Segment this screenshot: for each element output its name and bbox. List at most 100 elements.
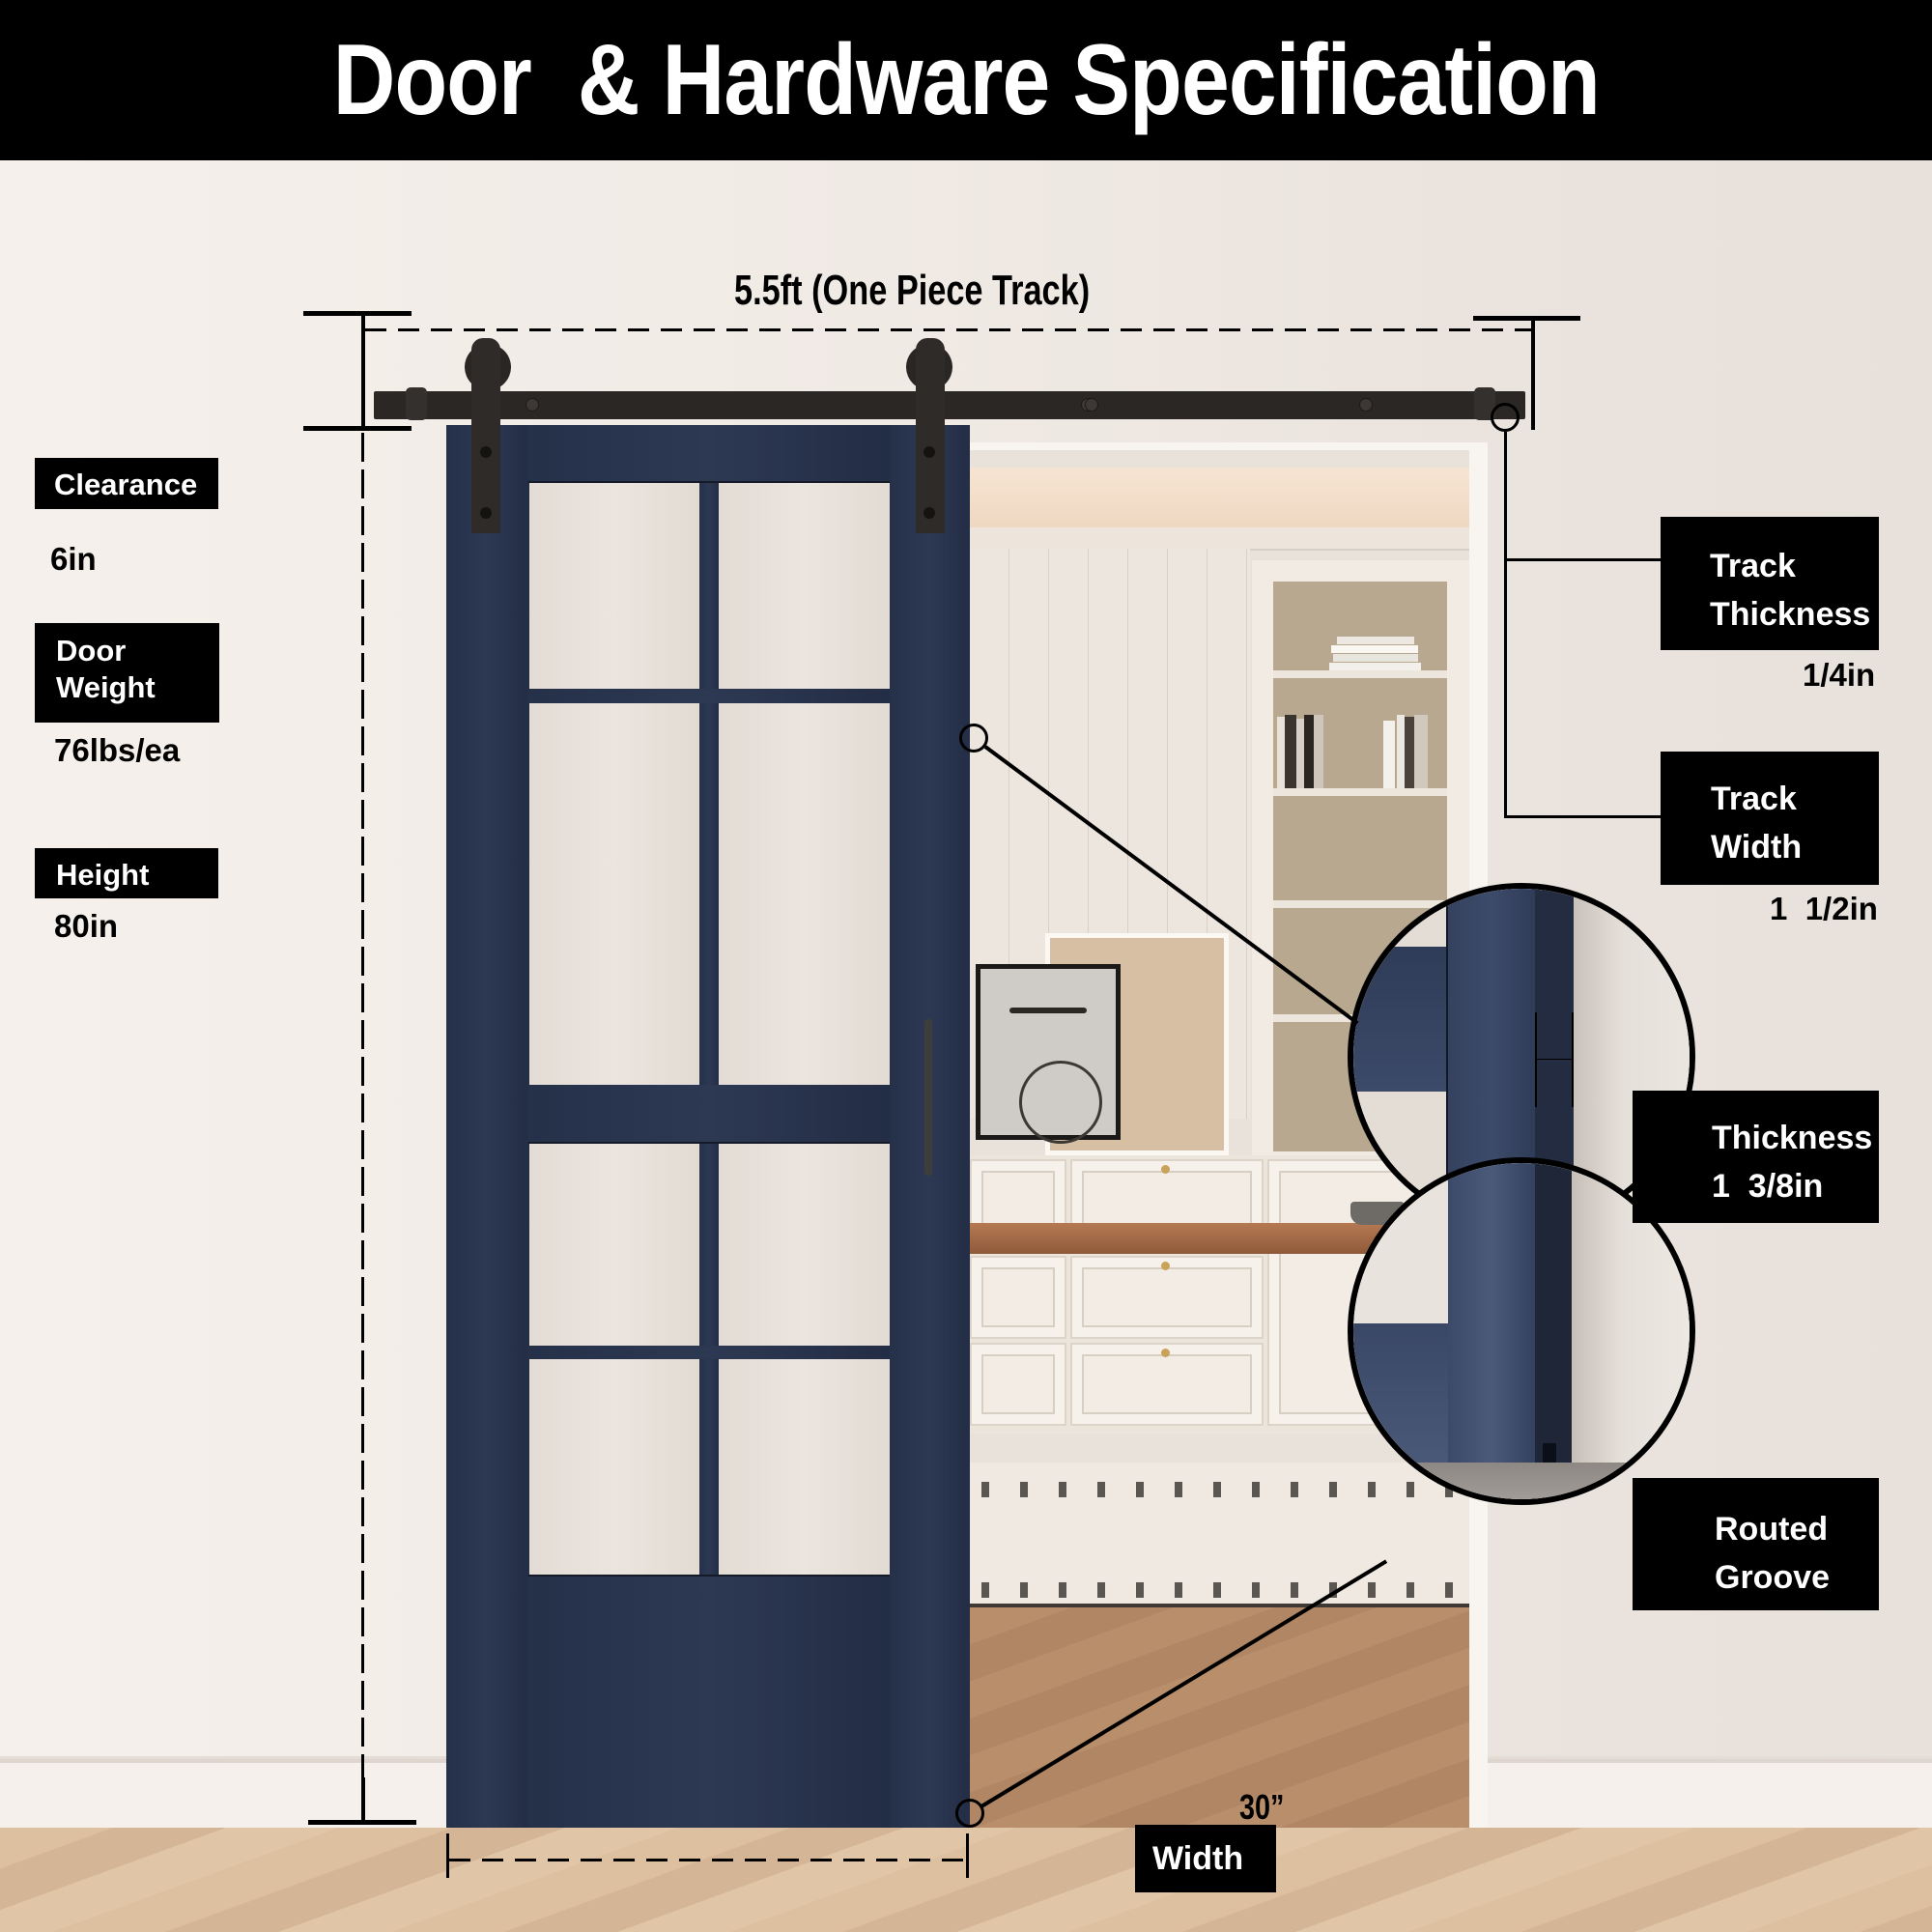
thickness-detail-magnifier: [1348, 883, 1695, 1231]
track-bolt: [526, 399, 538, 411]
crown-molding: [970, 527, 1469, 551]
glass-pane: [719, 1359, 890, 1575]
track-width-label-line1: Track: [1711, 781, 1797, 817]
track-thickness-label-line1: Track: [1710, 548, 1796, 584]
track-stopper-left: [406, 387, 427, 420]
routed-groove-label-line2: Groove: [1715, 1559, 1831, 1596]
track-length-dashed-line: [365, 328, 1532, 331]
door-weight-label-line2: Weight: [56, 670, 156, 704]
door-middle-rail: [528, 1085, 890, 1144]
door-rail-detail: [1353, 947, 1450, 1092]
groove-callout-marker: [955, 1799, 984, 1828]
routed-groove-notch: [1543, 1443, 1556, 1463]
glass-pane: [529, 1144, 699, 1346]
callout-connector: [1504, 558, 1661, 561]
hanger-strap-left: [471, 338, 500, 533]
callout-connector: [1504, 815, 1661, 818]
shelf-board: [1273, 670, 1447, 678]
thickness-label: Thickness 1 3/8in: [1633, 1091, 1879, 1223]
dimension-tick: [446, 1833, 449, 1878]
thickness-marker: [1535, 1012, 1537, 1107]
door-weight-value: 76lbs/ea: [54, 732, 181, 768]
dimension-line: [1531, 318, 1535, 430]
hanger-strap-right: [916, 338, 945, 533]
thickness-marker: [1572, 1012, 1574, 1107]
strap-bolt: [480, 446, 492, 458]
track-stopper-right: [1474, 387, 1495, 420]
barn-door-track: [374, 391, 1525, 419]
rug-edge: [970, 1604, 1469, 1607]
door-muntin-upper: [528, 689, 890, 703]
track-width-label: Track Width: [1661, 752, 1879, 885]
track-width-value: 1 1/2in: [1770, 891, 1878, 926]
height-label-text: Height: [56, 858, 150, 892]
book-row: [1277, 715, 1441, 788]
bicycle-handlebar: [1009, 1008, 1087, 1013]
routed-groove-label: Routed Groove: [1633, 1478, 1879, 1610]
door-mullion-lower: [699, 1144, 719, 1575]
bicycle-wheel: [1019, 1061, 1102, 1144]
strap-bolt: [923, 446, 935, 458]
height-label: Height: [35, 848, 218, 898]
track-thickness-label-line2: Thickness: [1710, 596, 1871, 633]
thickness-marker: [1535, 1059, 1574, 1060]
door-mullion-upper: [699, 483, 719, 1085]
ceiling-light-cove: [970, 468, 1469, 527]
callout-bracket-line: [1504, 432, 1507, 818]
glass-pane: [719, 703, 890, 1085]
book-stack: [1329, 636, 1421, 670]
thickness-value: 1 3/8in: [1712, 1168, 1824, 1205]
glass-pane: [719, 1144, 890, 1346]
strap-bolt: [923, 507, 935, 519]
track-bolt: [1360, 399, 1372, 411]
clearance-label: Clearance: [35, 458, 218, 509]
door-weight-label-line1: Door: [56, 634, 127, 668]
thickness-callout-marker: [959, 724, 988, 753]
door-weight-label: Door Weight: [35, 623, 219, 723]
dimension-tick: [308, 1820, 416, 1825]
track-thickness-value: 1/4in: [1803, 657, 1876, 693]
glass-pane: [529, 1359, 699, 1575]
door-stile-detail: [1448, 1163, 1535, 1463]
dimension-tick: [966, 1833, 969, 1878]
track-bolt: [1086, 399, 1097, 411]
clearance-label-text: Clearance: [54, 468, 198, 501]
door-top-rail: [528, 425, 890, 483]
dimension-line: [361, 1777, 365, 1822]
door-bottom-rail: [528, 1575, 890, 1828]
thickness-label-line1: Thickness: [1712, 1120, 1873, 1156]
width-label-text: Width: [1152, 1840, 1244, 1877]
shelf-board: [1273, 788, 1447, 796]
door-edge-detail: [1535, 1163, 1572, 1463]
baseboard-right: [1488, 1756, 1932, 1831]
track-width-label-line2: Width: [1711, 829, 1803, 866]
height-value: 80in: [54, 908, 119, 944]
page-title: Door & Hardware Specification: [332, 23, 1600, 136]
width-value: 30”: [1239, 1787, 1285, 1827]
height-dashed-line: [361, 433, 364, 1818]
width-dashed-line: [449, 1859, 966, 1861]
dimension-tick: [303, 311, 412, 316]
bicycle-photo-frame: [976, 964, 1121, 1144]
door-muntin-lower: [528, 1346, 890, 1359]
rug-pattern: [970, 1482, 1469, 1497]
glass-pane: [719, 483, 890, 689]
track-callout-marker: [1491, 403, 1520, 432]
track-length-label: 5.5ft (One Piece Track): [734, 267, 1091, 314]
width-label: Width: [1135, 1825, 1276, 1892]
title-bar: Door & Hardware Specification: [0, 0, 1932, 160]
dimension-tick: [1473, 316, 1580, 321]
door-bottom-rail-detail: [1353, 1323, 1448, 1468]
dimension-tick: [303, 426, 412, 431]
dimension-line: [361, 313, 365, 429]
interior-floor: [970, 1607, 1469, 1828]
strap-bolt: [480, 507, 492, 519]
barn-door[interactable]: [446, 425, 970, 1828]
routed-groove-label-line1: Routed: [1715, 1511, 1829, 1548]
clearance-value: 6in: [50, 541, 97, 577]
glass-pane: [529, 703, 699, 1085]
glass-pane: [529, 483, 699, 689]
door-pull-handle[interactable]: [924, 1019, 932, 1176]
rug-pattern: [970, 1582, 1469, 1598]
door-left-stile: [446, 425, 528, 1828]
